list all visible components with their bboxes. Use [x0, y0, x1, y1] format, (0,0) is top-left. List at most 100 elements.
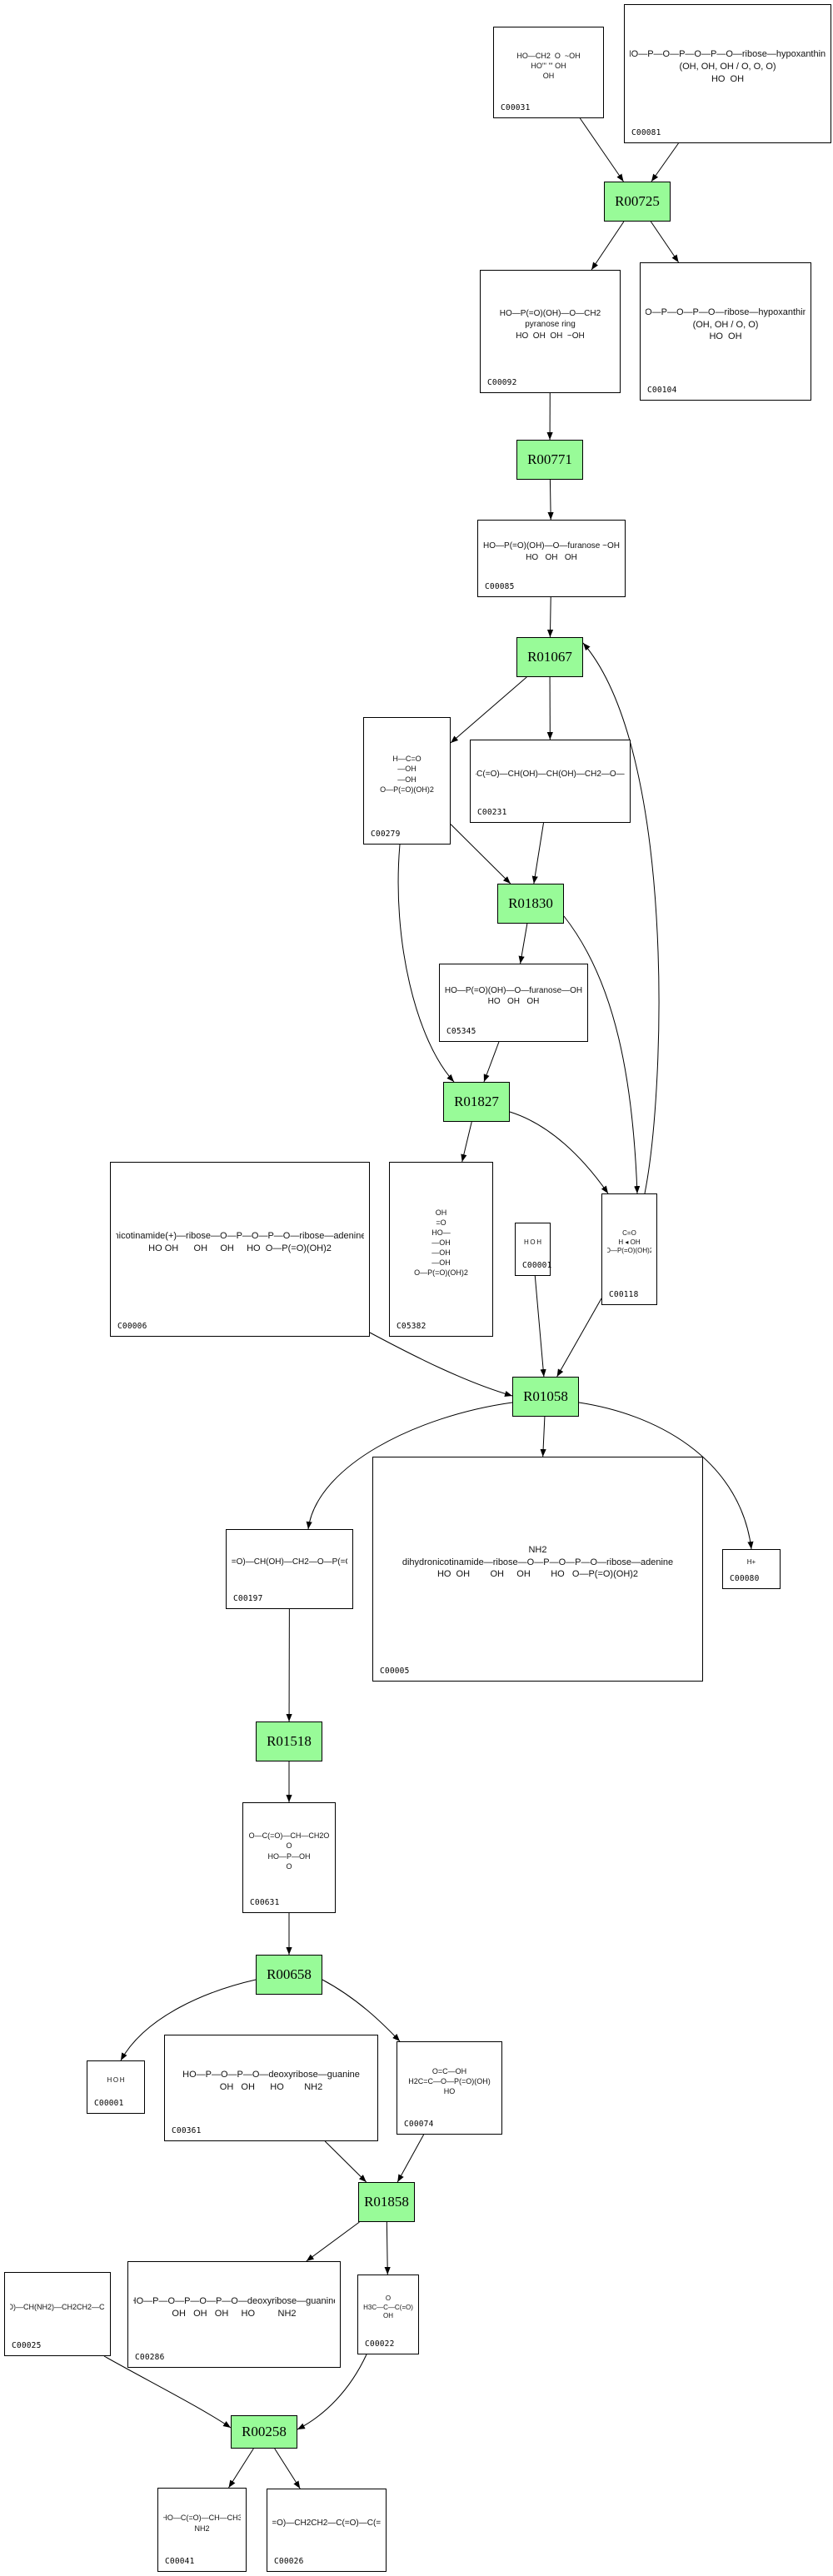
compound-id-label: C00092 [487, 378, 517, 387]
compound-structure: nicotinamide(+)—ribose—O—P—O—P—O—ribose—… [116, 1231, 364, 1253]
edge-r00725-to-c00092 [591, 221, 625, 271]
compound-structure: HO—C(=O)—CH(OH)—CH2—O—P(=O)(OH)2 [232, 1557, 347, 1567]
compound-id-label: C00081 [631, 128, 661, 137]
compound-id-label: C00286 [135, 2353, 165, 2362]
reaction-node-r01518[interactable]: R01518 [256, 1721, 322, 1761]
compound-structure: NH2 dihydronicotinamide—ribose—O—P—O—P—O… [402, 1544, 674, 1580]
compound-structure: H O H [524, 1238, 541, 1246]
compound-structure: HO—CH2 O ~OH HO''' ''' OH OH [516, 51, 581, 81]
edge-c00001-to-r01058 [534, 1275, 546, 1378]
edge-r00771-to-c00085 [547, 479, 554, 521]
edge-r01827-to-c00118 [509, 1111, 609, 1194]
compound-node-c00005[interactable]: NH2 dihydronicotinamide—ribose—O—P—O—P—O… [372, 1457, 703, 1682]
compound-structure: HO—CH2—C(=O)—CH(OH)—CH(OH)—CH2—O—P(=O)(O… [476, 770, 625, 780]
compound-structure: C=O H ◂ OH O—P(=O)(OH)2 [607, 1228, 651, 1255]
edge-c00118-to-r01067 [582, 642, 660, 1194]
compound-node-c00104[interactable]: HO—P—O—P—O—ribose—hypoxanthine (OH, OH /… [640, 262, 811, 401]
reaction-node-r01827[interactable]: R01827 [443, 1082, 510, 1122]
edge-c00031-to-r00725 [579, 117, 624, 182]
compound-structure: O=C—OH H2C=C—O—P(=O)(OH) HO [408, 2066, 491, 2096]
compound-id-label: C00001 [522, 1261, 552, 1270]
compound-id-label: C00074 [404, 2120, 434, 2129]
edge-r00658-to-c00074 [322, 1979, 401, 2042]
reaction-node-r00658[interactable]: R00658 [256, 1955, 322, 1995]
compound-id-label: C00041 [165, 2557, 195, 2566]
edge-r00258-to-c00041 [228, 2448, 254, 2489]
edge-c00085-to-r01067 [546, 596, 554, 638]
compound-structure: HO—P—O—P—O—P—O—ribose—hypoxanthine (OH, … [630, 49, 826, 84]
reaction-node-r01830[interactable]: R01830 [497, 884, 564, 924]
compound-structure: HO—C(=O)—CH(NH2)—CH2CH2—C(=O)—OH [10, 2303, 105, 2312]
compound-id-label: C00231 [477, 808, 507, 817]
compound-node-c00022[interactable]: O H3C—C—C(=O) OH C00022 [357, 2275, 419, 2354]
compound-id-label: C00022 [365, 2339, 395, 2349]
compound-node-c00001[interactable]: H O H C00001 [515, 1223, 551, 1276]
compound-node-c00085[interactable]: HO—P(=O)(OH)—O—furanose ~OH HO OH OH C000… [477, 520, 626, 597]
compound-structure: H+ [746, 1557, 756, 1566]
edge-r00725-to-c00104 [650, 221, 680, 263]
reaction-node-r00258[interactable]: R00258 [231, 2415, 297, 2449]
compound-structure: H O H [107, 2075, 125, 2084]
reaction-node-r01058[interactable]: R01058 [512, 1377, 579, 1417]
compound-node-c00080[interactable]: H+C00080 [722, 1549, 781, 1589]
edge-r01058-to-c00080 [578, 1402, 754, 1550]
edge-r01830-to-c00118 [563, 915, 641, 1194]
compound-node-c00197[interactable]: HO—C(=O)—CH(OH)—CH2—O—P(=O)(OH)2C00197 [226, 1529, 353, 1609]
compound-id-label: C00197 [233, 1594, 263, 1603]
compound-id-label: C00118 [609, 1290, 639, 1299]
compound-node-c00031[interactable]: HO—CH2 O ~OH HO''' ''' OH OH C00031 [493, 27, 604, 118]
compound-node-c00074[interactable]: O=C—OH H2C=C—O—P(=O)(OH) HO C00074 [397, 2041, 502, 2135]
edge-c00279-to-r01827 [397, 844, 455, 1083]
compound-node-c00231[interactable]: HO—CH2—C(=O)—CH(OH)—CH(OH)—CH2—O—P(=O)(O… [470, 740, 631, 823]
reaction-node-r00771[interactable]: R00771 [516, 440, 583, 480]
edge-r01827-to-c05382 [461, 1121, 472, 1163]
edge-c00279-to-r01830 [450, 824, 511, 884]
compound-structure: HO—P—O—P—O—ribose—hypoxanthine (OH, OH /… [646, 306, 806, 342]
compound-structure: HO—P—O—P—O—deoxyribose—guanine OH OH HO … [182, 2070, 360, 2092]
edge-r01067-to-c00279 [450, 676, 527, 744]
compound-id-label: C00026 [274, 2557, 304, 2566]
compound-id-label: C00104 [647, 386, 677, 395]
edge-r01858-to-c00286 [306, 2221, 360, 2262]
edge-r01058-to-c00005 [540, 1416, 546, 1457]
compound-structure: HO—C(=O)—CH—CH3 NH2 [163, 2514, 241, 2533]
compound-id-label: C00279 [371, 830, 401, 839]
edge-c00118-to-r01058 [556, 1298, 602, 1378]
compound-structure: OH =O HO— —OH —OH —OH O—P(=O)(OH)2 [414, 1208, 468, 1278]
edge-c00022-to-r00258 [297, 2354, 367, 2430]
edge-c00361-to-r01858 [324, 2140, 367, 2183]
compound-node-c00026[interactable]: HO—C(=O)—CH2CH2—C(=O)—C(=O)—OH C00026 [267, 2489, 387, 2572]
compound-id-label: C00031 [501, 103, 531, 112]
compound-id-label: C00025 [12, 2341, 42, 2350]
compound-node-c00081[interactable]: HO—P—O—P—O—P—O—ribose—hypoxanthine (OH, … [624, 4, 831, 143]
compound-structure: O H3C—C—C(=O) OH [363, 2294, 413, 2320]
edge-c00231-to-r01830 [531, 822, 545, 884]
compound-node-c00092[interactable]: HO—P(=O)(OH)—O—CH2 pyranose ring HO OH O… [480, 270, 621, 393]
compound-node-c00286[interactable]: HO—P—O—P—O—P—O—deoxyribose—guanine OH OH… [127, 2261, 341, 2368]
compound-structure: HO—C(=O)—CH2CH2—C(=O)—C(=O)—OH [272, 2519, 381, 2529]
compound-node-c00361[interactable]: HO—P—O—P—O—deoxyribose—guanine OH OH HO … [164, 2035, 378, 2141]
compound-id-label: C00085 [485, 582, 515, 591]
reaction-node-r01858[interactable]: R01858 [358, 2182, 415, 2222]
compound-id-label: C00006 [117, 1322, 147, 1331]
compound-node-c00025[interactable]: HO—C(=O)—CH(NH2)—CH2CH2—C(=O)—OH C00025 [4, 2272, 111, 2356]
compound-structure: HO—P(=O)(OH)—O—furanose—OH HO OH OH [445, 985, 582, 1007]
reaction-node-r01067[interactable]: R01067 [516, 637, 583, 677]
compound-structure: HO—P(=O)(OH)—O—furanose ~OH HO OH OH [483, 541, 620, 562]
edge-r01058-to-c00197 [306, 1402, 513, 1530]
edge-c00081-to-r00725 [651, 142, 679, 182]
edge-c05345-to-r01827 [483, 1041, 500, 1083]
reaction-node-r00725[interactable]: R00725 [604, 182, 671, 222]
compound-node-c00006[interactable]: nicotinamide(+)—ribose—O—P—O—P—O—ribose—… [110, 1162, 370, 1337]
edge-r01830-to-c05345 [518, 923, 528, 964]
compound-structure: HO—C(=O)—CH—CH2OH O HO—P—OH O [248, 1831, 330, 1871]
edge-r00658-to-c00001 [120, 1979, 257, 2061]
